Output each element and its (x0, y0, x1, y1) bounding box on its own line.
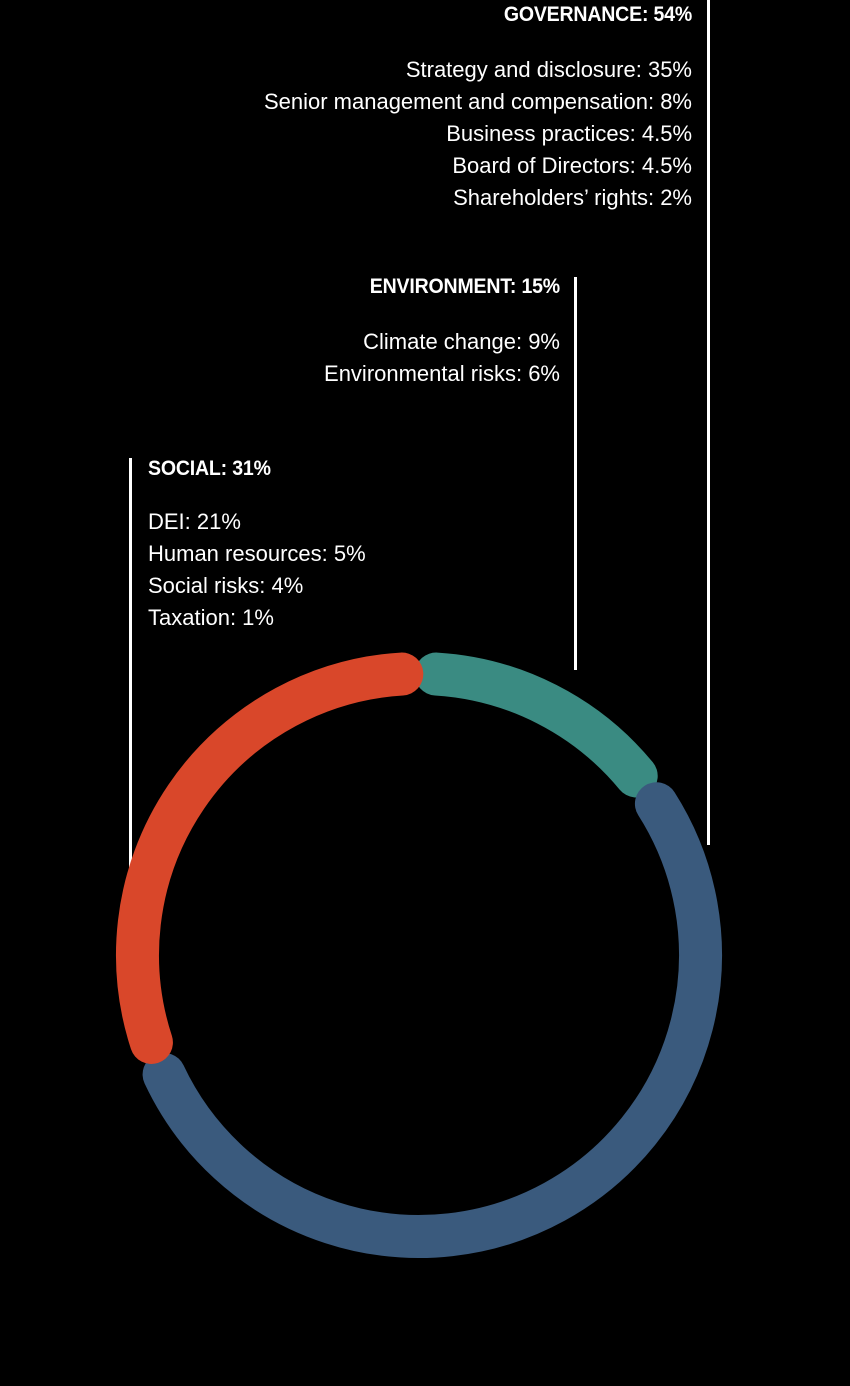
list-item: Environmental risks: 6% (324, 361, 560, 386)
category-header-social: SOCIAL: 31% (148, 457, 271, 480)
donut-arc-group (116, 652, 722, 1258)
list-item: Board of Directors: 4.5% (452, 153, 692, 178)
connector-rule-governance (707, 0, 710, 845)
category-items-governance: Strategy and disclosure: 35% Senior mana… (264, 54, 692, 214)
connector-rule-social (129, 458, 132, 870)
category-header-governance: GOVERNANCE: 54% (503, 3, 692, 26)
donut-segment-social (116, 652, 424, 1064)
category-header-environment: ENVIRONMENT: 15% (369, 275, 560, 298)
list-item: Taxation: 1% (148, 605, 274, 630)
legend-block-environment: ENVIRONMENT: 15% Climate change: 9% Envi… (324, 274, 560, 390)
connector-rule-environment (574, 277, 577, 670)
donut-segment-governance (142, 782, 722, 1258)
list-item: Business practices: 4.5% (446, 121, 692, 146)
list-item: Strategy and disclosure: 35% (405, 57, 692, 82)
donut-segment-environment (414, 652, 658, 798)
category-items-social: DEI: 21% Human resources: 5% Social risk… (148, 506, 366, 634)
list-item: DEI: 21% (148, 509, 241, 534)
legend-block-social: SOCIAL: 31% DEI: 21% Human resources: 5%… (148, 456, 366, 634)
list-item: Shareholders’ rights: 2% (453, 185, 692, 210)
list-item: Senior management and compensation: 8% (263, 89, 692, 114)
list-item: Climate change: 9% (363, 329, 560, 354)
legend-block-governance: GOVERNANCE: 54% Strategy and disclosure:… (264, 0, 692, 214)
list-item: Social risks: 4% (148, 573, 304, 598)
list-item: Human resources: 5% (148, 541, 366, 566)
category-items-environment: Climate change: 9% Environmental risks: … (324, 326, 560, 390)
